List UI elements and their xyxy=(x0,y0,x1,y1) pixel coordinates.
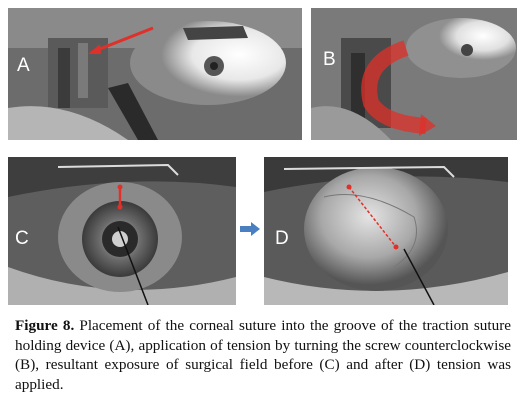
figure-panel-a: A xyxy=(8,8,302,140)
figure-panel-c: C xyxy=(8,157,236,305)
right-arrow-icon xyxy=(240,222,260,236)
panel-letter-c: C xyxy=(15,228,29,249)
caption-text: Placement of the corneal suture into the… xyxy=(15,317,512,393)
photo-b xyxy=(311,8,517,140)
panel-letter-a: A xyxy=(17,55,30,76)
panel-letter-d: D xyxy=(275,228,289,249)
photo-d xyxy=(264,157,508,305)
figure-panel-d: D xyxy=(264,157,508,305)
figure-panel-b: B xyxy=(311,8,517,140)
photo-c xyxy=(8,157,236,305)
caption-label: Figure 8. xyxy=(15,317,75,334)
photo-a xyxy=(8,8,302,140)
panel-letter-b: B xyxy=(323,49,336,70)
figure-caption: Figure 8. Placement of the corneal sutur… xyxy=(15,316,511,394)
